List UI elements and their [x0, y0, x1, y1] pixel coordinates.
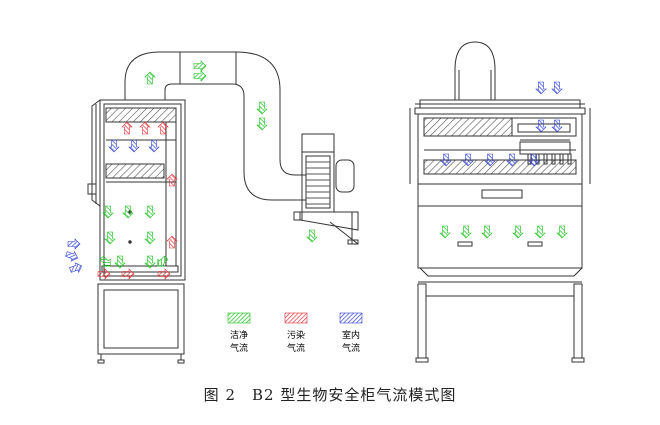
clean-airflow-arrow — [144, 231, 156, 245]
exhaust-duct — [124, 51, 359, 245]
clean-airflow-arrow — [306, 229, 318, 243]
side-view-cabinet — [87, 99, 186, 364]
clean-airflow-arrow — [256, 101, 268, 115]
legend-item-room: 室内 气流 — [339, 312, 363, 354]
legend-item-contaminated: 污染 气流 — [284, 312, 308, 354]
legend-label-room-2: 气流 — [342, 342, 360, 354]
room-airflow-arrow — [108, 139, 120, 153]
legend-label-room-1: 室内 — [342, 329, 360, 341]
clean-airflow-arrow — [193, 60, 207, 72]
clean-airflow-arrow — [99, 255, 111, 267]
room-airflow-arrow — [551, 119, 563, 133]
figure-caption: 图 2 B2 型生物安全柜气流模式图 — [203, 386, 457, 404]
room-airflow-arrow — [535, 119, 547, 133]
contaminated-airflow-arrow — [139, 121, 151, 135]
room-airflow-arrow — [506, 153, 518, 167]
room-airflow-arrow — [69, 262, 83, 274]
room-airflow-arrow — [440, 153, 452, 167]
room-airflow-arrow — [128, 139, 140, 153]
clean-airflow-arrow — [534, 225, 546, 239]
room-airflow-arrow — [462, 153, 474, 167]
clean-airflow-arrow — [460, 225, 472, 239]
airflow-arrows — [65, 60, 568, 280]
clean-airflow-arrow — [481, 225, 493, 239]
clean-airflow-arrow — [556, 225, 568, 239]
legend: 洁净 气流 污染 气流 室内 气流 — [227, 312, 363, 354]
contaminated-airflow-arrow — [157, 268, 171, 280]
room-airflow-arrow — [535, 81, 547, 95]
clean-airflow-arrow — [144, 205, 156, 219]
legend-label-contaminated-2: 气流 — [287, 342, 305, 354]
clean-airflow-arrow — [512, 225, 524, 239]
clean-airflow-arrow — [256, 117, 268, 131]
legend-label-contaminated-1: 污染 — [287, 329, 305, 341]
contaminated-airflow-arrow — [166, 173, 178, 187]
room-airflow-arrow — [148, 139, 160, 153]
legend-label-clean-2: 气流 — [230, 342, 248, 354]
room-airflow-arrow — [67, 238, 81, 250]
front-view-cabinet — [409, 41, 591, 363]
clean-airflow-arrow — [114, 255, 126, 269]
room-airflow-arrow — [551, 81, 563, 95]
room-airflow-arrow — [528, 153, 540, 167]
contaminated-airflow-arrow — [166, 235, 178, 249]
clean-airflow-arrow — [157, 255, 169, 267]
legend-item-clean: 洁净 气流 — [227, 312, 251, 354]
clean-airflow-arrow — [122, 205, 134, 219]
clean-airflow-arrow — [193, 70, 207, 82]
contaminated-airflow-arrow — [97, 268, 111, 280]
contaminated-airflow-arrow — [157, 121, 169, 135]
clean-airflow-arrow — [144, 255, 156, 269]
room-airflow-arrow — [65, 250, 79, 262]
room-airflow-arrow — [484, 153, 496, 167]
clean-airflow-arrow — [104, 231, 116, 245]
legend-label-clean-1: 洁净 — [230, 329, 248, 341]
clean-airflow-arrow — [439, 225, 451, 239]
contaminated-airflow-arrow — [121, 121, 133, 135]
clean-airflow-arrow — [144, 71, 156, 85]
contaminated-airflow-arrow — [121, 268, 135, 280]
clean-airflow-arrow — [102, 205, 114, 219]
